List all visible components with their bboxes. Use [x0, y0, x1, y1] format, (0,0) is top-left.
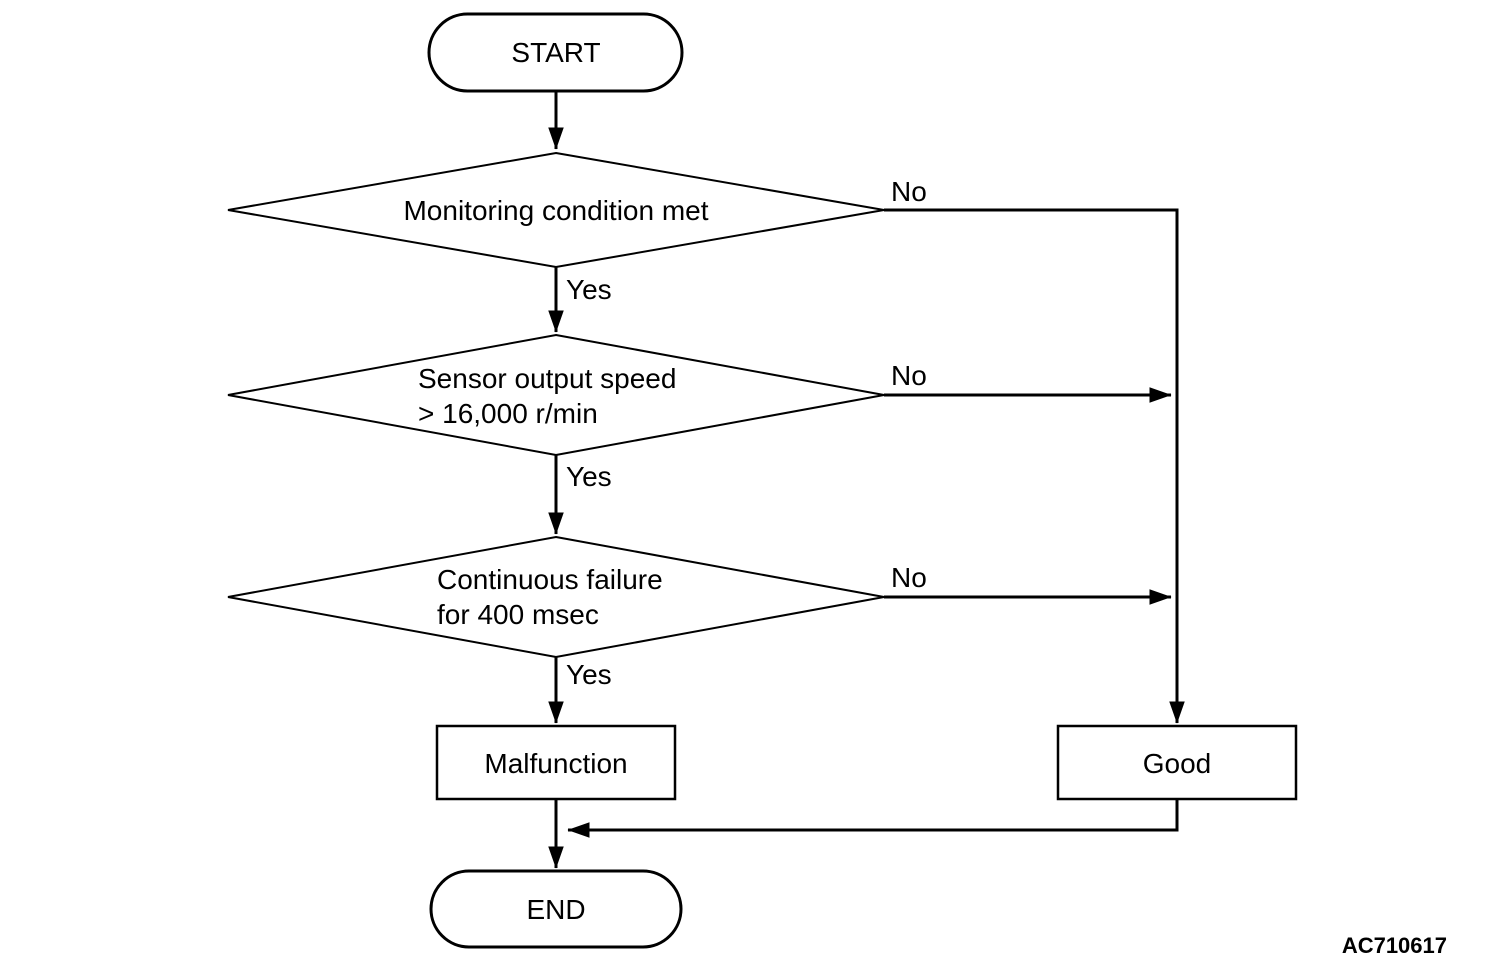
- edge-label-no-2: No: [891, 360, 927, 391]
- malfunction-label: Malfunction: [484, 748, 627, 779]
- edge-label-no-1: No: [891, 176, 927, 207]
- edge-label-yes-2: Yes: [566, 461, 612, 492]
- edge-decision1-no: [884, 208, 1185, 724]
- node-malfunction: Malfunction: [435, 724, 677, 801]
- decision2-diamond-shape: [227, 333, 885, 457]
- edge-label-yes-1: Yes: [566, 274, 612, 305]
- decision3-label-line1: Continuous failure: [437, 564, 663, 595]
- figure-id: AC710617: [1342, 933, 1447, 958]
- decision3-label: Continuous failure for 400 msec: [437, 564, 670, 630]
- decision2-label: Sensor output speed > 16,000 r/min: [418, 363, 684, 429]
- start-terminator-shape: [427, 12, 684, 93]
- good-process-shape: [1056, 724, 1298, 801]
- node-start: START: [427, 12, 684, 93]
- edge-label-yes-3: Yes: [566, 659, 612, 690]
- start-label: START: [511, 37, 600, 68]
- edge-good-to-end: [567, 799, 1179, 838]
- end-terminator-shape: [429, 869, 683, 949]
- decision2-label-line2: > 16,000 r/min: [418, 398, 598, 429]
- good-label: Good: [1143, 748, 1212, 779]
- decision3-label-line2: for 400 msec: [437, 599, 599, 630]
- decision3-diamond-shape: [227, 535, 885, 659]
- edges: [548, 91, 1185, 869]
- edge-label-no-3: No: [891, 562, 927, 593]
- node-decision3: Continuous failure for 400 msec: [227, 535, 885, 659]
- decision2-label-line1: Sensor output speed: [418, 363, 676, 394]
- decision1-diamond-shape: [227, 151, 885, 269]
- node-decision1: Monitoring condition met: [227, 151, 885, 269]
- decision1-label: Monitoring condition met: [403, 195, 708, 226]
- node-good: Good: [1056, 724, 1298, 801]
- edge-labels: No Yes No Yes No Yes: [566, 176, 927, 690]
- malfunction-process-shape: [435, 724, 677, 801]
- node-end: END: [429, 869, 683, 949]
- node-decision2: Sensor output speed > 16,000 r/min: [227, 333, 885, 457]
- end-label: END: [526, 894, 585, 925]
